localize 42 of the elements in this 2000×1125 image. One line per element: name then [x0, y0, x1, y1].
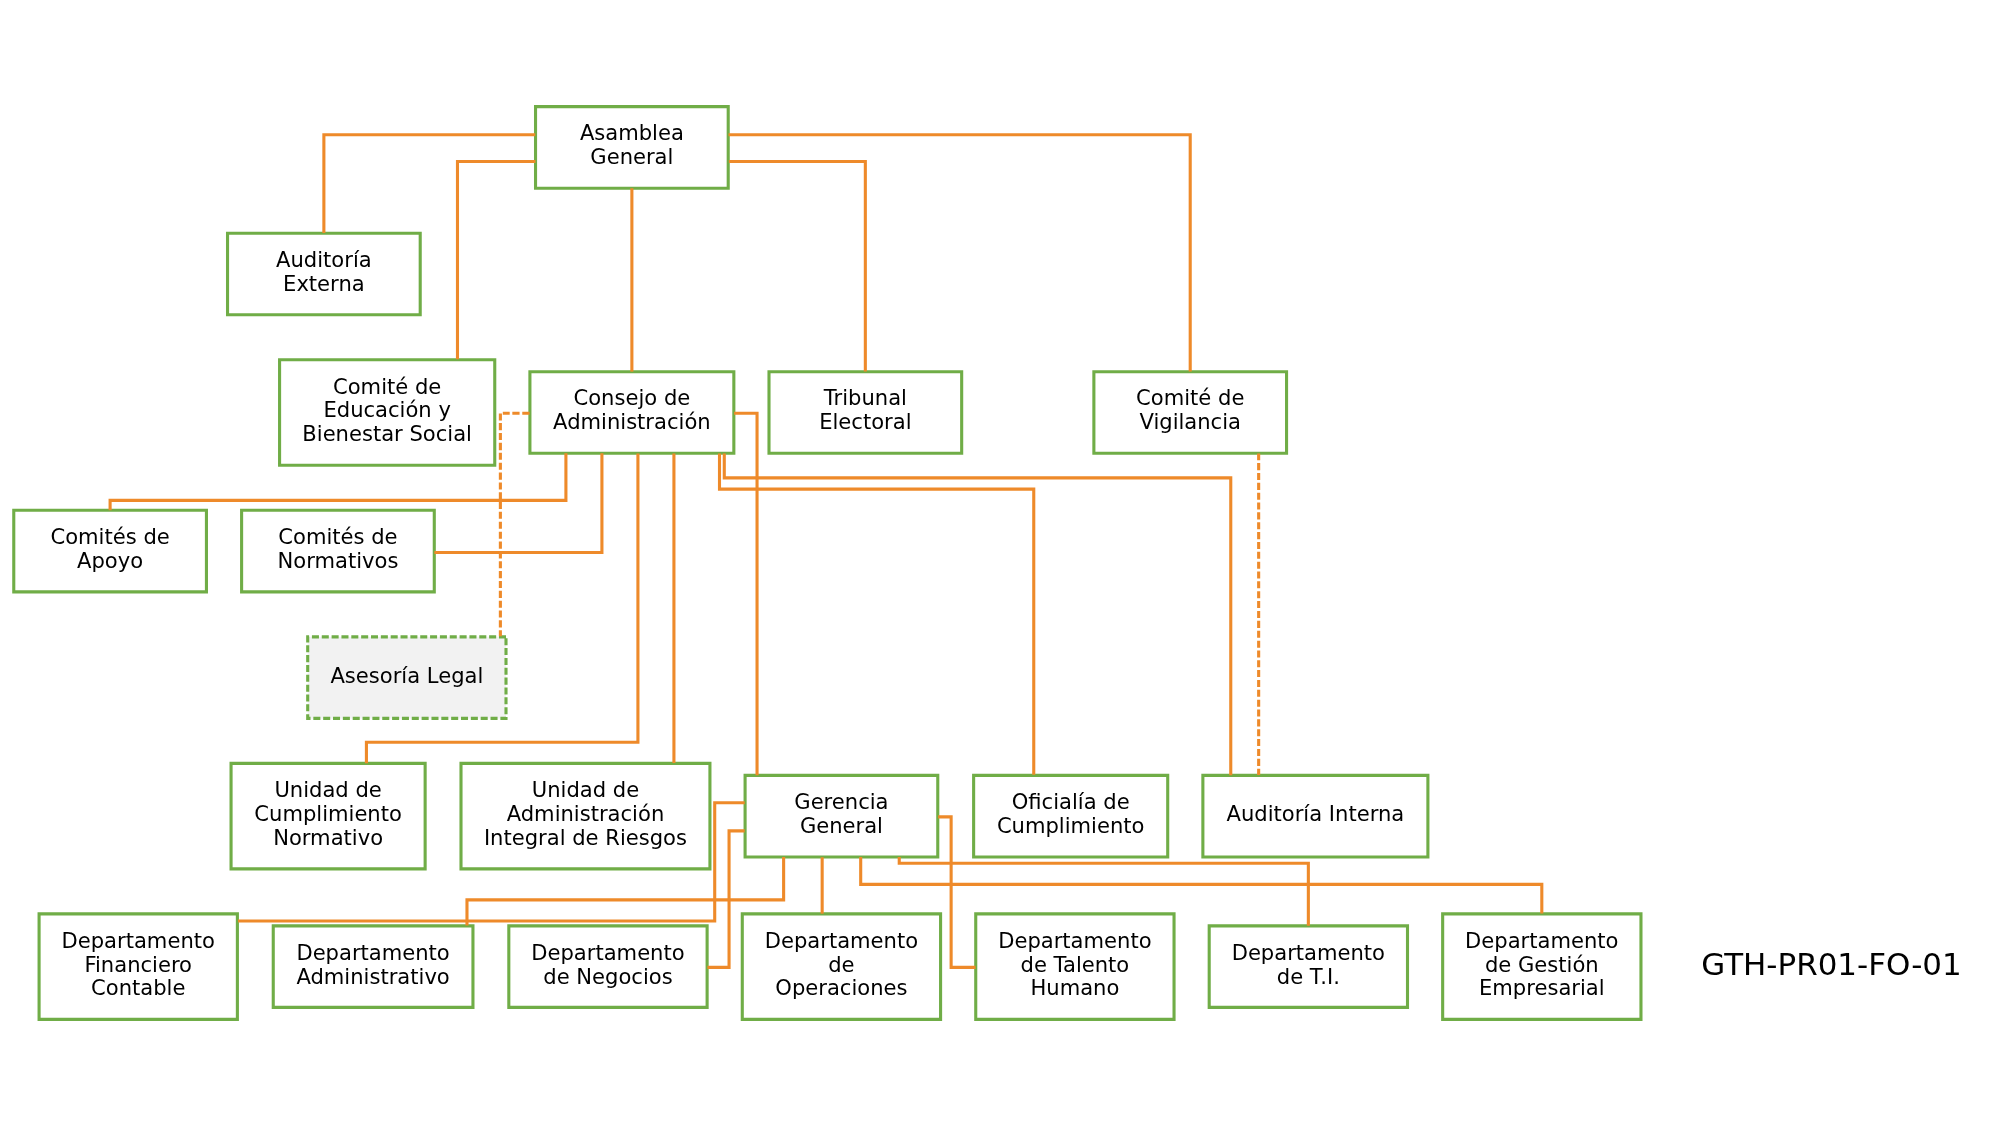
node-box: Tribunal Electoral — [767, 369, 964, 455]
connector — [322, 132, 536, 233]
node-box: Departamento de Negocios — [507, 923, 709, 1009]
node-box: Departamento de Gestión Empresarial — [1441, 911, 1643, 1021]
connector — [707, 828, 745, 969]
connector — [717, 453, 1036, 775]
connector — [465, 856, 786, 925]
node-box: Unidad de Administración Integral de Riesgos — [459, 761, 712, 870]
node-box: Comités de Apoyo — [12, 508, 208, 593]
connector — [630, 187, 634, 372]
node-box: Departamento de Operaciones — [740, 911, 943, 1021]
node-box: Asesoría Legal — [306, 634, 508, 720]
connector — [897, 856, 1310, 926]
node-box: Auditoría Externa — [226, 231, 422, 316]
connector — [238, 800, 745, 922]
node-box: Comité de Vigilancia — [1092, 369, 1289, 455]
connector — [1257, 452, 1261, 775]
connector — [455, 159, 536, 359]
connector — [728, 159, 867, 372]
node-box: Departamento de T.I. — [1207, 923, 1410, 1009]
node-box: Departamento Financiero Contable — [37, 911, 239, 1021]
connector — [734, 411, 759, 775]
connector — [672, 452, 676, 763]
node-box: Departamento de Talento Humano — [974, 911, 1176, 1021]
connector — [938, 814, 976, 969]
node-box: Comité de Educación y Bienestar Social — [278, 357, 497, 467]
node-box: Consejo de Administración — [528, 369, 736, 455]
connector — [364, 453, 640, 763]
node-box: Comités de Normativos — [240, 508, 436, 593]
connector — [498, 411, 530, 636]
label: GTH-PR01-FO-01 — [1701, 945, 1962, 982]
connector — [820, 856, 824, 914]
node-box: Unidad de Cumplimiento Normativo — [229, 761, 427, 870]
node-box: Oficialía de Cumplimiento — [972, 773, 1170, 858]
connector — [728, 132, 1192, 372]
connector — [722, 453, 1233, 775]
node-box: Gerencia General — [743, 773, 940, 858]
node-box: Departamento Administrativo — [271, 923, 475, 1009]
connector — [434, 452, 604, 554]
node-box: Asamblea General — [534, 104, 730, 190]
connector — [108, 452, 568, 510]
node-box: Auditoría Interna — [1201, 773, 1430, 858]
